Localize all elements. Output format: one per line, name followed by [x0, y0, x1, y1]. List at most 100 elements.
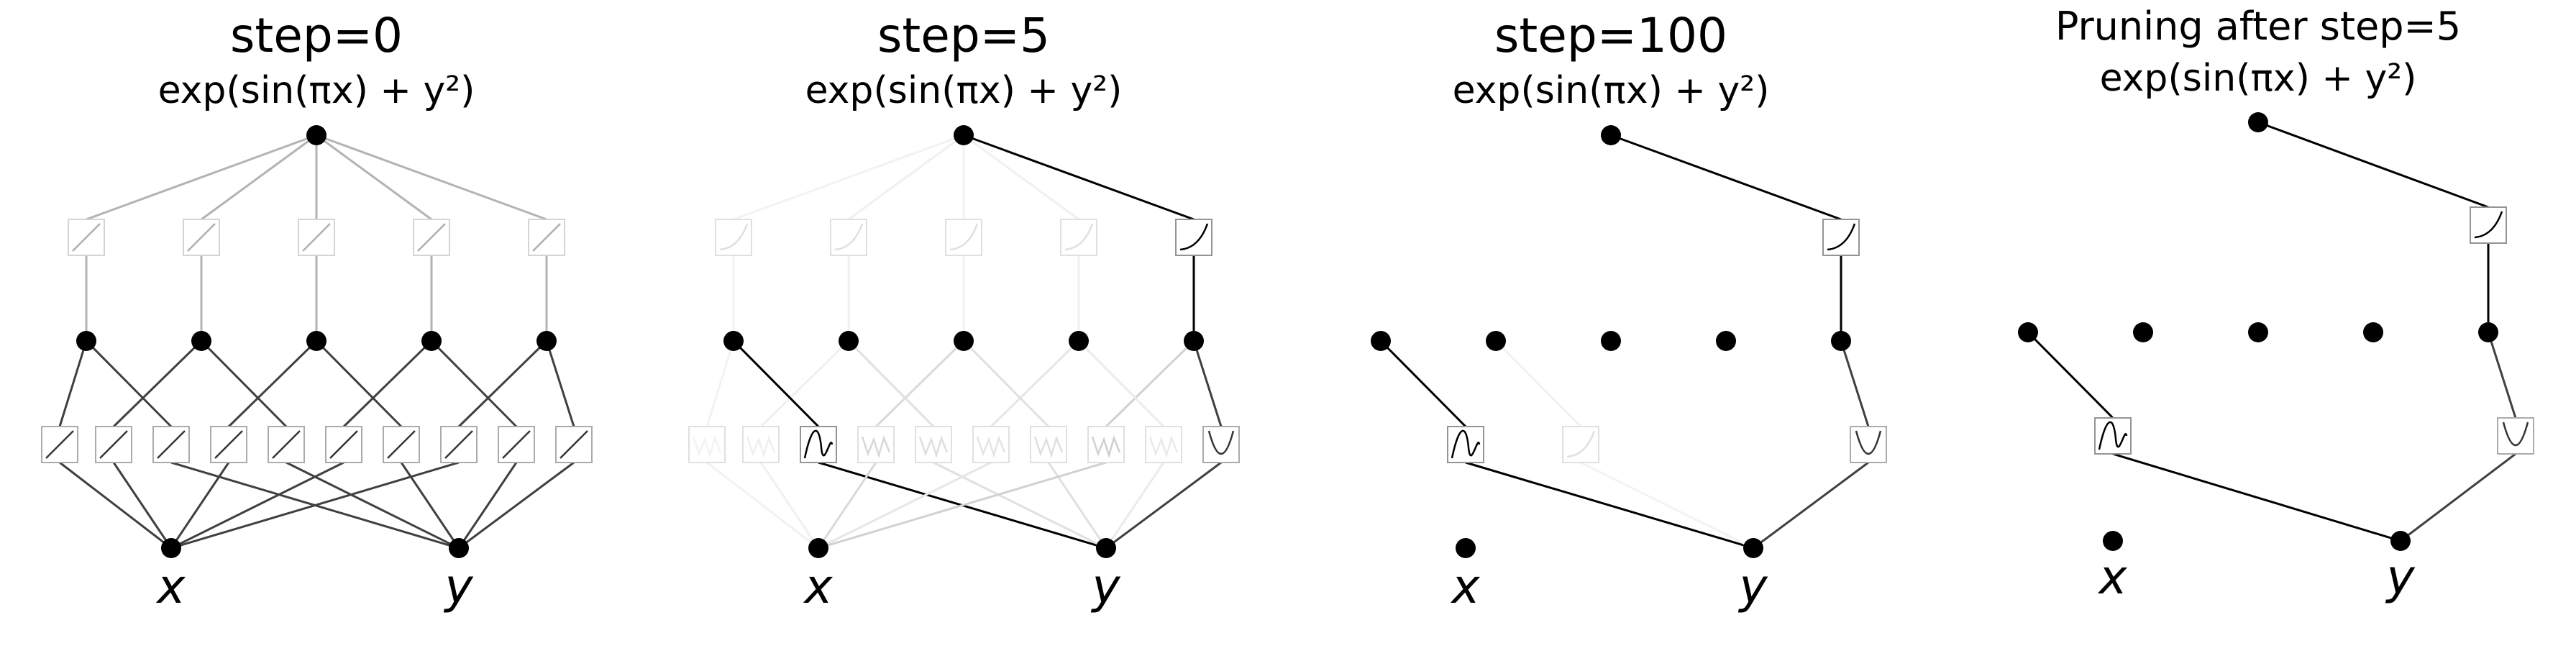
activation-curve	[157, 430, 186, 459]
edge-activation-to-hidden	[315, 340, 403, 428]
edge-activation-to-hidden	[112, 340, 203, 428]
activation-curve	[387, 430, 416, 459]
output-node	[1601, 125, 1621, 145]
edge-activation-to-hidden	[990, 340, 1080, 428]
edge-activation-to-output	[963, 134, 1195, 221]
activation-curve	[1033, 435, 1064, 459]
activation-curve	[502, 430, 531, 459]
edge-input-to-activation	[1047, 462, 1107, 549]
input-label-x: x	[1450, 559, 1480, 614]
activation-curve	[1179, 223, 1209, 251]
edge-input-to-activation	[817, 462, 877, 549]
panel-formula: exp(sin(πx) + y²)	[1453, 69, 1770, 112]
input-node-x	[2103, 531, 2123, 551]
edge-activation-to-hidden	[759, 340, 850, 428]
hidden-node	[1831, 331, 1851, 351]
activation-curve	[214, 430, 243, 459]
edge-activation-to-hidden	[85, 340, 173, 428]
hidden-node	[2133, 322, 2153, 342]
panel-3: step=100 exp(sin(πx) + y²) x y	[1371, 8, 1887, 614]
activation-curve	[803, 429, 833, 459]
hidden-node	[839, 331, 859, 351]
input-node-y	[1743, 538, 1763, 558]
edge-activation-to-hidden	[1840, 340, 1870, 427]
hidden-node	[306, 331, 326, 351]
hidden-node	[1486, 331, 1506, 351]
input-label-x: x	[2097, 550, 2127, 605]
edge-activation-to-hidden	[1379, 340, 1467, 428]
activation-curve	[444, 430, 473, 459]
input-node-x	[161, 538, 181, 558]
input-label-x: x	[803, 559, 833, 614]
hidden-node	[1184, 331, 1204, 351]
input-node-y	[1096, 538, 1116, 558]
activation-curve	[72, 223, 101, 252]
edge-activation-to-output	[733, 134, 964, 221]
edge-activation-to-hidden	[1105, 340, 1195, 428]
edge-input-to-activation	[759, 462, 820, 549]
panel-title: step=5	[877, 8, 1050, 63]
input-label-y: y	[1090, 559, 1120, 614]
edge-activation-to-output	[963, 134, 1079, 221]
edge-activation-to-hidden	[705, 340, 735, 427]
edge-input-to-activation	[170, 461, 344, 550]
hidden-node	[1371, 331, 1391, 351]
hidden-node	[723, 331, 744, 351]
edge-activation-to-hidden	[1077, 340, 1165, 428]
edge-activation-to-hidden	[962, 340, 1050, 428]
activation-curve	[1207, 430, 1235, 455]
activation-curve	[746, 435, 776, 459]
input-node-y	[2390, 531, 2411, 551]
input-label-y: y	[1737, 559, 1768, 614]
edge-activation-to-output	[86, 134, 317, 221]
panel-title: step=100	[1494, 8, 1727, 63]
activation-curve	[1148, 435, 1179, 459]
activation-curve	[861, 435, 891, 459]
edge-activation-to-hidden	[1192, 340, 1223, 427]
output-node	[954, 125, 974, 145]
edge-input-to-activation	[457, 462, 518, 549]
hidden-node	[1601, 331, 1621, 351]
edge-activation-to-output	[1610, 134, 1842, 221]
panel-formula: exp(sin(πx) + y²)	[2100, 57, 2417, 100]
activation-curve	[99, 430, 128, 459]
edge-activation-to-hidden	[2487, 332, 2517, 419]
activation-curve	[918, 435, 949, 459]
activation-curve	[2502, 422, 2529, 447]
activation-curve	[719, 223, 749, 251]
activation-box	[915, 426, 952, 463]
activation-curve	[1451, 429, 1481, 459]
activation-curve	[272, 430, 301, 459]
edge-activation-to-output	[848, 134, 964, 221]
edge-activation-to-output	[2257, 121, 2489, 209]
activation-curve	[45, 430, 74, 459]
input-label-y: y	[443, 559, 473, 614]
activation-curve	[1064, 223, 1094, 251]
hidden-node	[2018, 322, 2038, 342]
edge-input-to-activation	[1465, 461, 1754, 550]
input-node-y	[449, 538, 469, 558]
hidden-node	[954, 331, 974, 351]
panel-title: step=0	[230, 8, 403, 63]
edge-input-to-activation	[59, 461, 172, 550]
edge-activation-to-hidden	[342, 340, 433, 428]
edge-input-to-activation	[1105, 462, 1165, 549]
hidden-node	[536, 331, 557, 351]
edge-input-to-activation	[400, 462, 460, 549]
edge-activation-to-hidden	[2027, 331, 2114, 419]
activation-curve	[1855, 430, 1882, 455]
activation-curve	[1566, 430, 1596, 458]
hidden-node	[191, 331, 211, 351]
activation-curve	[834, 223, 864, 251]
edge-activation-to-output	[316, 134, 547, 221]
activation-curve	[949, 223, 979, 251]
edge-input-to-activation	[1580, 461, 1754, 550]
edge-input-to-activation	[170, 461, 460, 550]
edge-activation-to-hidden	[200, 340, 288, 428]
edge-activation-to-hidden	[874, 340, 965, 428]
edge-input-to-activation	[818, 461, 992, 550]
edge-input-to-activation	[112, 462, 173, 549]
edge-activation-to-hidden	[847, 340, 935, 428]
